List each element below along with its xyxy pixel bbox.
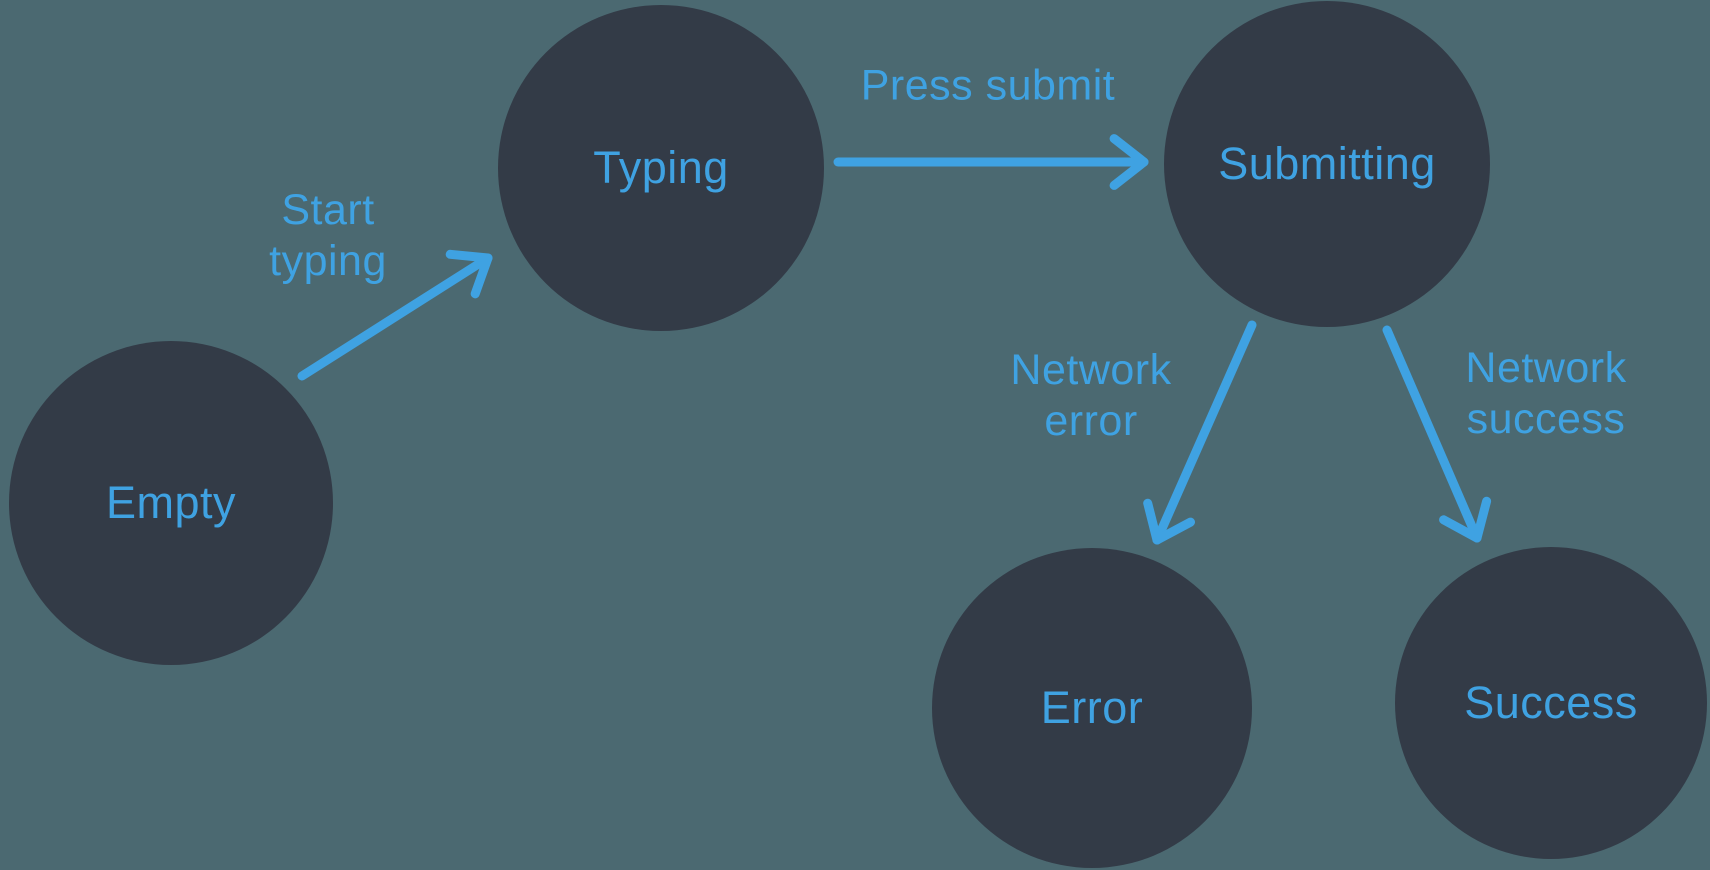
transition-arrow-press-submit xyxy=(833,134,1149,190)
state-label-success: Success xyxy=(1464,677,1638,728)
transition-arrow-network-success xyxy=(1382,325,1492,543)
arrowhead-icon xyxy=(1143,498,1195,545)
state-label-typing: Typing xyxy=(593,142,729,193)
transition-arrow-start-typing xyxy=(297,249,493,381)
state-node-success: Success xyxy=(1395,547,1707,859)
state-node-submitting: Submitting xyxy=(1164,1,1490,327)
transition-label-network-error: Network error xyxy=(1010,346,1172,445)
transition-label-network-success: Network success xyxy=(1465,344,1627,443)
arrowhead-icon xyxy=(1439,496,1492,543)
state-node-empty: Empty xyxy=(9,341,333,665)
transition-label-press-submit: Press submit xyxy=(860,61,1116,110)
arrowhead-icon xyxy=(445,249,493,299)
state-node-typing: Typing xyxy=(498,5,824,331)
state-node-error: Error xyxy=(932,548,1252,868)
transition-label-start-typing: Start typing xyxy=(269,186,387,285)
state-label-error: Error xyxy=(1040,682,1144,733)
state-label-submitting: Submitting xyxy=(1218,138,1436,189)
state-label-empty: Empty xyxy=(105,477,237,528)
transition-arrow-network-error xyxy=(1143,320,1257,545)
arrowhead-icon xyxy=(1109,134,1149,190)
